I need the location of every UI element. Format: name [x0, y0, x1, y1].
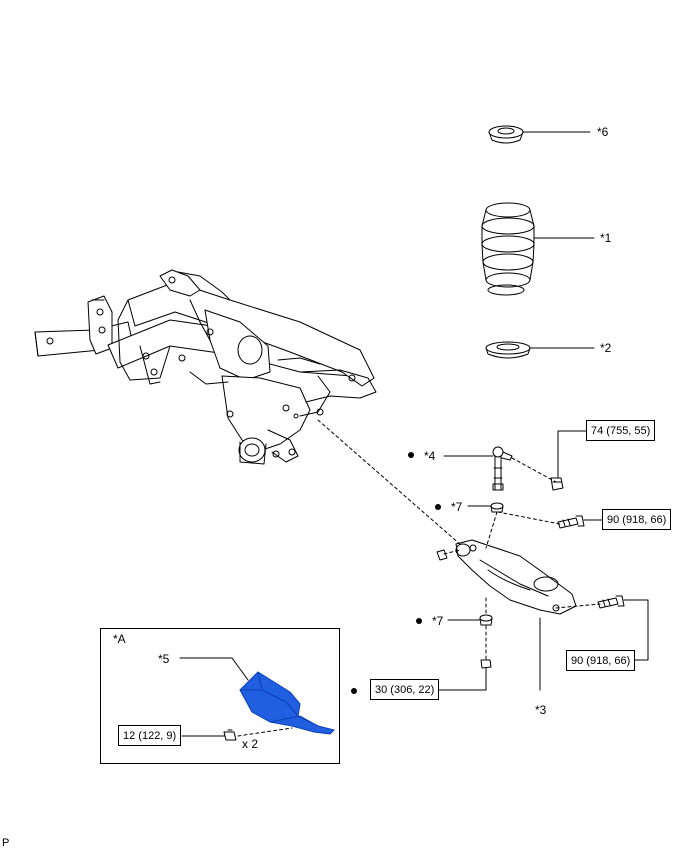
callout-stabilizer-link: *4 — [424, 449, 436, 463]
torque-rear-bolt: 90 (918, 66) — [566, 650, 636, 671]
callout-lower-cushion: *7 — [432, 614, 444, 628]
corner-mark: P — [2, 837, 10, 849]
non-reusable-marker — [351, 688, 357, 694]
detail-inset-frame — [100, 628, 340, 764]
callout-under-cover: *5 — [158, 652, 170, 666]
stabilizer-nut-drawing — [550, 477, 564, 491]
torque-under-cover-bolt: 12 (122, 9) — [118, 725, 182, 746]
callout-lower-spring-seat: *2 — [600, 341, 612, 355]
non-reusable-marker — [435, 504, 441, 510]
upper-cushion-drawing — [490, 502, 504, 513]
suspension-member-drawing — [34, 269, 377, 465]
callout-upper-cushion: *7 — [451, 500, 463, 514]
under-cover-bolt-drawing — [223, 729, 237, 741]
upper-spring-seat-drawing — [488, 125, 524, 144]
callout-coil-spring: *1 — [600, 231, 612, 245]
callout-lower-arm: *3 — [535, 703, 547, 717]
coil-spring-drawing — [481, 202, 535, 296]
front-bolt-drawing — [557, 515, 585, 529]
torque-stabilizer-nut: 74 (755, 55) — [586, 420, 656, 441]
rear-bolt-drawing — [597, 595, 625, 609]
under-cover-drawing — [239, 671, 335, 735]
bolt-quantity: x 2 — [242, 737, 259, 751]
lower-arm-nut-drawing — [436, 549, 448, 561]
bottom-nut-drawing — [480, 659, 492, 669]
stabilizer-link-drawing — [492, 446, 513, 491]
lower-cushion-drawing — [479, 614, 493, 626]
inset-label: *A — [113, 632, 126, 646]
non-reusable-marker — [416, 618, 422, 624]
torque-front-bolt: 90 (918, 66) — [602, 509, 672, 530]
lower-arm-drawing — [455, 539, 577, 615]
torque-bottom-nut: 30 (306, 22) — [370, 679, 440, 700]
callout-upper-spring-seat: *6 — [597, 125, 609, 139]
non-reusable-marker — [408, 452, 414, 458]
lower-spring-seat-drawing — [485, 341, 531, 359]
